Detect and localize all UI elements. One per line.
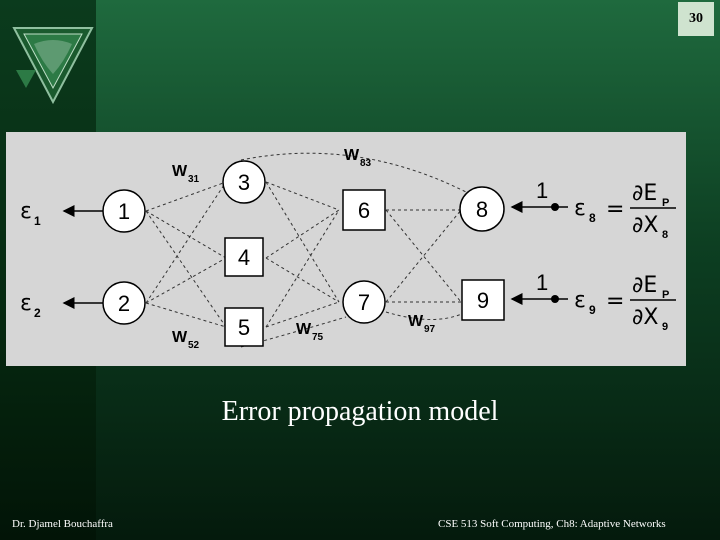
svg-text:9: 9 <box>589 303 596 317</box>
svg-text:1: 1 <box>118 199 130 224</box>
dot-8 <box>551 203 559 211</box>
node-9: 9 <box>461 279 505 321</box>
weight-w75: W 75 <box>296 321 324 343</box>
dot-9 <box>551 295 559 303</box>
svg-text:5: 5 <box>238 315 250 340</box>
slide-caption: Error propagation model <box>221 396 499 427</box>
svg-text:2: 2 <box>34 306 41 320</box>
svg-text:∂E: ∂E <box>632 273 657 298</box>
svg-text:9: 9 <box>477 288 489 313</box>
svg-text:W: W <box>172 329 188 346</box>
svg-text:∂E: ∂E <box>632 181 657 206</box>
svg-text:W: W <box>408 313 424 330</box>
node-8: 8 <box>459 186 505 232</box>
svg-text:∂X: ∂X <box>632 305 658 330</box>
svg-text:W: W <box>344 147 360 164</box>
node-6: 6 <box>342 189 386 231</box>
svg-text:9: 9 <box>662 321 668 333</box>
node-7: 7 <box>342 280 386 324</box>
epsilon-8: ε 8 <box>574 196 596 225</box>
svg-text:8: 8 <box>589 211 596 225</box>
weight-w97: W 97 <box>408 313 436 335</box>
equation-8: = ∂E P ∂X 8 <box>606 181 676 241</box>
svg-text:52: 52 <box>188 340 200 351</box>
svg-text:3: 3 <box>238 170 250 195</box>
svg-text:ε: ε <box>20 199 32 224</box>
node-5: 5 <box>224 307 264 347</box>
weight-w52: W 52 <box>172 329 200 351</box>
svg-text:83: 83 <box>360 158 372 169</box>
svg-text:97: 97 <box>424 324 436 335</box>
slide-number: 30 <box>678 2 714 36</box>
logo-emblem <box>12 27 94 105</box>
unit-input-9: 1 <box>536 270 548 295</box>
footer-author: Dr. Djamel Bouchaffra <box>12 518 113 530</box>
svg-text:2: 2 <box>118 291 130 316</box>
svg-text:=: = <box>606 289 624 314</box>
svg-text:8: 8 <box>476 197 488 222</box>
weight-w83: W 83 <box>344 147 372 169</box>
epsilon-9: ε 9 <box>574 288 596 317</box>
unit-input-8: 1 <box>536 178 548 203</box>
weight-w31: W 31 <box>172 163 200 185</box>
node-2: 2 <box>102 281 146 325</box>
node-1: 1 <box>102 189 146 233</box>
svg-text:ε: ε <box>20 291 32 316</box>
svg-text:6: 6 <box>358 198 370 223</box>
svg-text:31: 31 <box>188 174 200 185</box>
node-4: 4 <box>224 237 264 277</box>
svg-text:P: P <box>662 197 669 209</box>
svg-text:ε: ε <box>574 288 586 313</box>
svg-text:ε: ε <box>574 196 586 221</box>
footer-course: CSE 513 Soft Computing, Ch8: Adaptive Ne… <box>438 518 666 530</box>
svg-text:∂X: ∂X <box>632 213 658 238</box>
svg-text:P: P <box>662 289 669 301</box>
svg-text:8: 8 <box>662 229 668 241</box>
svg-text:1: 1 <box>34 214 41 228</box>
equation-9: = ∂E P ∂X 9 <box>606 273 676 333</box>
ghost-text <box>6 132 686 366</box>
svg-text:7: 7 <box>358 290 370 315</box>
svg-text:4: 4 <box>238 245 250 270</box>
network-diagram: 1 2 3 4 5 6 7 8 <box>6 132 686 366</box>
epsilon-1: ε 1 <box>20 199 41 228</box>
svg-text:=: = <box>606 197 624 222</box>
svg-text:W: W <box>172 163 188 180</box>
epsilon-2: ε 2 <box>20 291 41 320</box>
svg-text:75: 75 <box>312 332 324 343</box>
node-3: 3 <box>222 160 266 204</box>
network-diagram-svg: 1 2 3 4 5 6 7 8 <box>6 132 686 366</box>
connections <box>145 152 467 348</box>
svg-text:W: W <box>296 321 312 338</box>
